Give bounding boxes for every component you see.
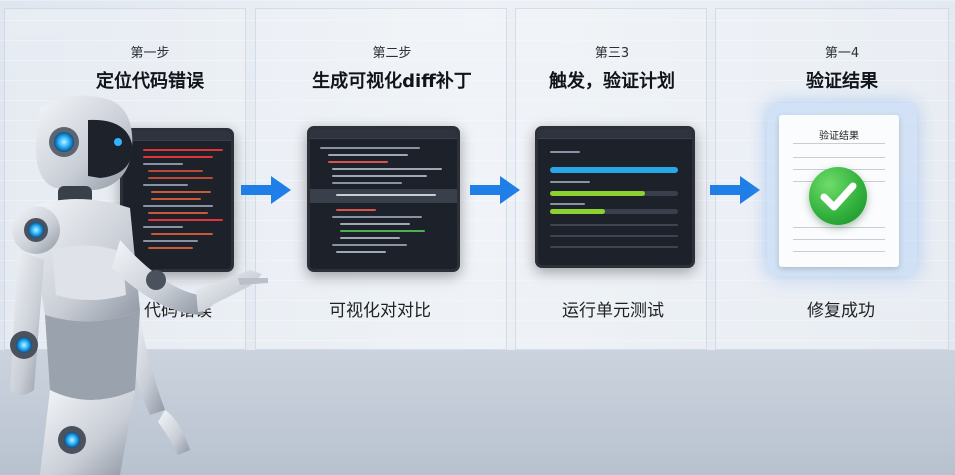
step-4-header: 第一4 验证结果 bbox=[742, 42, 942, 93]
code-error-screen bbox=[120, 128, 234, 272]
step-2-label: 第二步 bbox=[372, 46, 412, 61]
step-3-caption: 运行单元测试 bbox=[562, 301, 664, 321]
step-4-caption: 修复成功 bbox=[807, 301, 875, 321]
arrow-right-icon bbox=[470, 176, 520, 204]
robot-illustration bbox=[10, 95, 268, 475]
arrow-right-icon bbox=[710, 176, 760, 204]
step-3-header: 第三3 触发，验证计划 bbox=[512, 42, 712, 93]
step-1-header: 第一步 定位代码错误 bbox=[50, 42, 250, 93]
step-2-caption: 可视化对对比 bbox=[329, 301, 431, 321]
step-4-label: 第一4 bbox=[824, 46, 860, 61]
step-4-title: 验证结果 bbox=[806, 71, 878, 92]
step-1-title: 定位代码错误 bbox=[96, 71, 204, 92]
diff-screen bbox=[307, 126, 460, 272]
result-document-title: 验证结果 bbox=[819, 131, 859, 142]
step-3-label: 第三3 bbox=[594, 46, 630, 61]
test-run-screen bbox=[535, 126, 695, 268]
step-2-title: 生成可视化diff补丁 bbox=[312, 71, 472, 92]
arrow-right-icon bbox=[241, 176, 291, 204]
step-2-header: 第二步 生成可视化diff补丁 bbox=[282, 42, 502, 93]
step-1-label: 第一步 bbox=[130, 46, 170, 61]
check-circle-icon bbox=[809, 167, 867, 225]
step-3-title: 触发，验证计划 bbox=[549, 71, 675, 92]
floor bbox=[0, 350, 955, 475]
